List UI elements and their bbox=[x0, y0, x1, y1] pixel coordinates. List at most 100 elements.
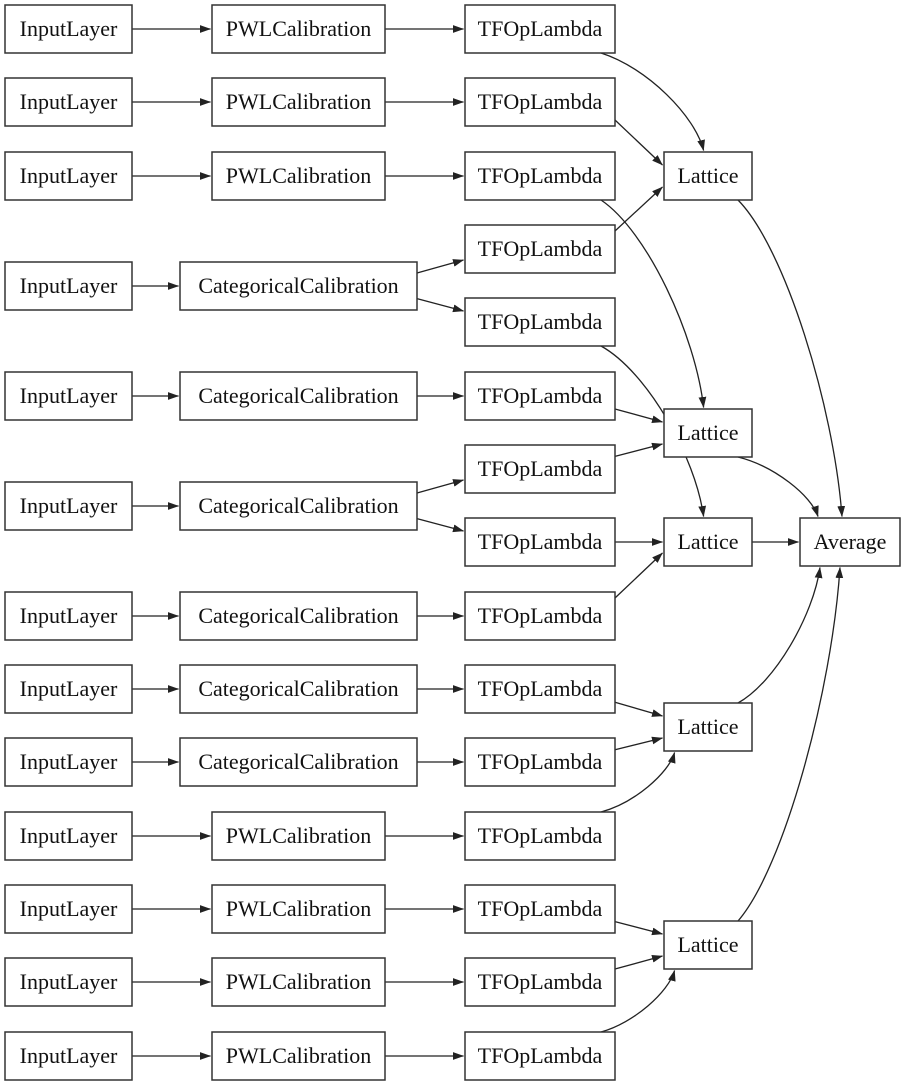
node-box-cat3 bbox=[179, 481, 418, 531]
node-lat4: Lattice bbox=[663, 702, 753, 752]
node-label-cat5: CategoricalCalibration bbox=[198, 676, 398, 701]
node-label-pwl4: PWLCalibration bbox=[226, 823, 371, 848]
node-lat3: Lattice bbox=[663, 517, 753, 567]
node-box-input2 bbox=[4, 77, 133, 127]
node-box-input5 bbox=[4, 371, 133, 421]
node-box-pwl1 bbox=[211, 4, 386, 54]
edge-t10-lat4 bbox=[614, 701, 663, 717]
node-box-t2 bbox=[464, 77, 616, 127]
edge-cat1-t4 bbox=[416, 259, 464, 274]
node-box-lat4 bbox=[663, 702, 753, 752]
node-input2: InputLayer bbox=[4, 77, 133, 127]
node-t15: TFOpLambda bbox=[464, 1031, 616, 1081]
node-label-cat6: CategoricalCalibration bbox=[198, 749, 398, 774]
edge-t3-lat2 bbox=[600, 199, 707, 408]
node-label-t8: TFOpLambda bbox=[478, 529, 603, 554]
node-box-input10 bbox=[4, 811, 133, 861]
node-label-pwl3: PWLCalibration bbox=[226, 163, 371, 188]
edge-t4-lat1 bbox=[614, 186, 663, 232]
edge-t15-lat5 bbox=[600, 970, 676, 1033]
node-label-t9: TFOpLambda bbox=[478, 603, 603, 628]
node-pwl5: PWLCalibration bbox=[211, 884, 386, 934]
node-cat6: CategoricalCalibration bbox=[179, 737, 418, 787]
node-label-t4: TFOpLambda bbox=[478, 236, 603, 261]
node-label-input12: InputLayer bbox=[20, 969, 118, 994]
node-t5: TFOpLambda bbox=[464, 297, 616, 347]
node-box-t13 bbox=[464, 884, 616, 934]
node-label-t5: TFOpLambda bbox=[478, 309, 603, 334]
node-box-input8 bbox=[4, 664, 133, 714]
node-label-input4: InputLayer bbox=[20, 273, 118, 298]
node-cat2: CategoricalCalibration bbox=[179, 371, 418, 421]
node-label-t12: TFOpLambda bbox=[478, 823, 603, 848]
node-box-cat5 bbox=[179, 664, 418, 714]
node-label-t3: TFOpLambda bbox=[478, 163, 603, 188]
node-box-lat2 bbox=[663, 408, 753, 458]
node-label-t13: TFOpLambda bbox=[478, 896, 603, 921]
node-label-t14: TFOpLambda bbox=[478, 969, 603, 994]
edge-t13-lat5 bbox=[614, 920, 663, 936]
node-label-input8: InputLayer bbox=[20, 676, 118, 701]
edge-t6-lat2 bbox=[614, 408, 663, 423]
node-avg: Average bbox=[799, 517, 901, 567]
node-label-input13: InputLayer bbox=[20, 1043, 118, 1068]
node-box-avg bbox=[799, 517, 901, 567]
node-input8: InputLayer bbox=[4, 664, 133, 714]
node-label-input2: InputLayer bbox=[20, 89, 118, 114]
node-box-pwl4 bbox=[211, 811, 386, 861]
edge-t12-lat4 bbox=[600, 752, 676, 813]
node-box-lat3 bbox=[663, 517, 753, 567]
node-input7: InputLayer bbox=[4, 591, 133, 641]
node-box-t7 bbox=[464, 444, 616, 494]
node-box-pwl6 bbox=[211, 957, 386, 1007]
node-t14: TFOpLambda bbox=[464, 957, 616, 1007]
node-label-cat2: CategoricalCalibration bbox=[198, 383, 398, 408]
node-label-lat5: Lattice bbox=[677, 932, 738, 957]
node-lat5: Lattice bbox=[663, 920, 753, 970]
node-box-t12 bbox=[464, 811, 616, 861]
node-box-input9 bbox=[4, 737, 133, 787]
edge-lat1-avg bbox=[737, 199, 846, 517]
node-label-t2: TFOpLambda bbox=[478, 89, 603, 114]
edge-lat4-avg bbox=[737, 567, 823, 704]
edge-cat3-t7 bbox=[416, 479, 464, 494]
node-box-t9 bbox=[464, 591, 616, 641]
node-box-t6 bbox=[464, 371, 616, 421]
node-label-avg: Average bbox=[814, 529, 887, 554]
node-t13: TFOpLambda bbox=[464, 884, 616, 934]
node-box-input7 bbox=[4, 591, 133, 641]
node-box-t4 bbox=[464, 224, 616, 274]
node-cat5: CategoricalCalibration bbox=[179, 664, 418, 714]
node-input13: InputLayer bbox=[4, 1031, 133, 1081]
node-label-lat3: Lattice bbox=[677, 529, 738, 554]
node-t9: TFOpLambda bbox=[464, 591, 616, 641]
node-t2: TFOpLambda bbox=[464, 77, 616, 127]
node-label-lat2: Lattice bbox=[677, 420, 738, 445]
node-input9: InputLayer bbox=[4, 737, 133, 787]
node-label-pwl5: PWLCalibration bbox=[226, 896, 371, 921]
node-box-t5 bbox=[464, 297, 616, 347]
node-label-t15: TFOpLambda bbox=[478, 1043, 603, 1068]
node-t11: TFOpLambda bbox=[464, 737, 616, 787]
node-box-input13 bbox=[4, 1031, 133, 1081]
edge-t9-lat3 bbox=[614, 552, 663, 599]
node-box-t3 bbox=[464, 151, 616, 201]
node-input6: InputLayer bbox=[4, 481, 133, 531]
node-box-cat1 bbox=[179, 261, 418, 311]
node-label-cat3: CategoricalCalibration bbox=[198, 493, 398, 518]
node-box-t14 bbox=[464, 957, 616, 1007]
node-box-t11 bbox=[464, 737, 616, 787]
node-label-input3: InputLayer bbox=[20, 163, 118, 188]
node-box-lat1 bbox=[663, 151, 753, 201]
node-box-cat2 bbox=[179, 371, 418, 421]
node-t7: TFOpLambda bbox=[464, 444, 616, 494]
node-label-cat1: CategoricalCalibration bbox=[198, 273, 398, 298]
node-lat1: Lattice bbox=[663, 151, 753, 201]
node-label-t1: TFOpLambda bbox=[478, 16, 603, 41]
node-label-input10: InputLayer bbox=[20, 823, 118, 848]
node-label-t11: TFOpLambda bbox=[478, 749, 603, 774]
node-label-pwl6: PWLCalibration bbox=[226, 969, 371, 994]
edge-t2-lat1 bbox=[614, 119, 663, 166]
node-box-lat5 bbox=[663, 920, 753, 970]
